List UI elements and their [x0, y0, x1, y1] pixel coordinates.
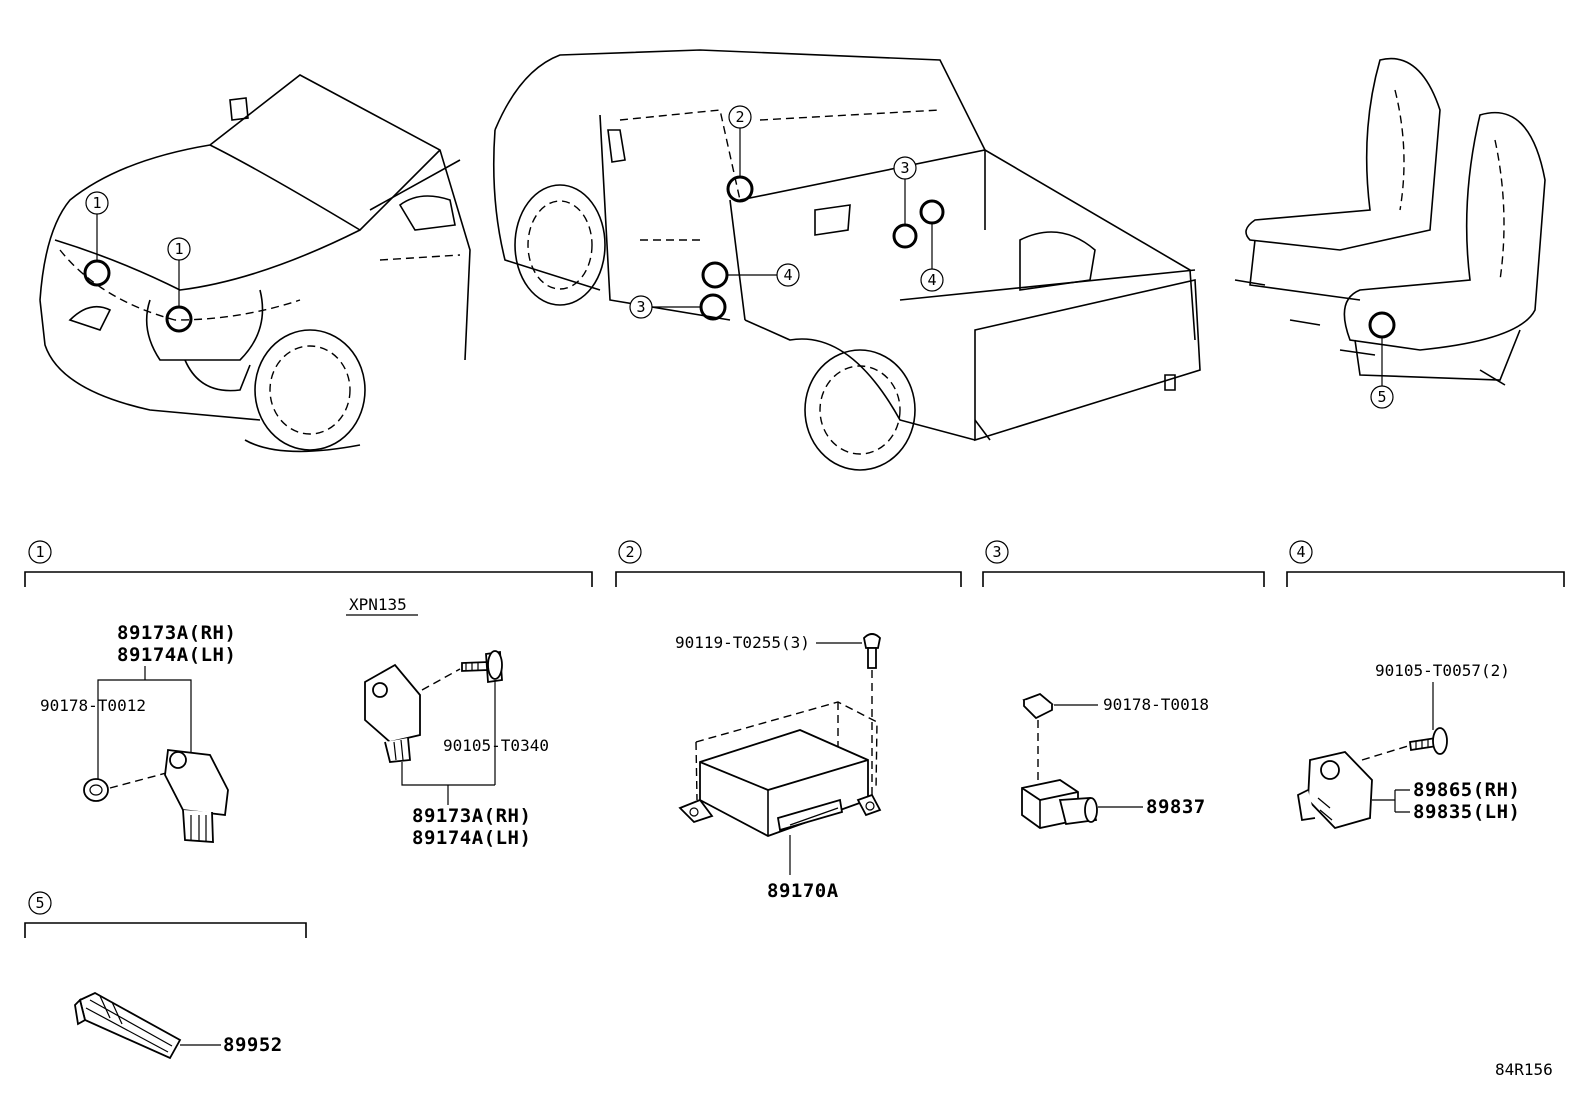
section-1-parts: 89173A(RH) 89174A(LH) 90178-T0012 XPN135	[40, 595, 549, 849]
variant-label: XPN135	[349, 595, 407, 614]
section-1-header: 1	[24, 540, 593, 587]
callout-door-lower: 3	[636, 298, 645, 316]
part-89174a-lh-top: 89174A(LH)	[117, 644, 236, 666]
seats-illustration: 5	[1234, 57, 1546, 409]
pickup-truck-illustration: 2 3 4 4 3	[492, 49, 1201, 471]
callout-seat: 5	[1377, 388, 1386, 406]
section-3-parts: 90178-T0018 89837	[1021, 692, 1209, 829]
part-90105-t0340: 90105-T0340	[443, 736, 549, 755]
section-2-header: 2	[615, 540, 962, 587]
callout-front-lh: 1	[92, 194, 101, 212]
part-89837: 89837	[1146, 796, 1206, 818]
callout-rear-3: 3	[900, 159, 909, 177]
part-90105-t0057: 90105-T0057(2)	[1375, 661, 1510, 680]
section-5-header: 5	[24, 891, 307, 938]
section-5-label: 5	[35, 894, 44, 912]
part-89173a-rh-bottom: 89173A(RH)	[412, 805, 531, 827]
figure-code: 84R156	[1495, 1060, 1553, 1079]
part-89865-rh: 89865(RH)	[1413, 779, 1520, 801]
section-4-header: 4	[1286, 540, 1565, 587]
front-vehicle-illustration: 1 1	[39, 74, 471, 453]
part-90119-t0255: 90119-T0255(3)	[675, 633, 810, 652]
section-5-parts: 89952	[74, 991, 283, 1060]
part-90178-t0012: 90178-T0012	[40, 696, 146, 715]
part-90178-t0018: 90178-T0018	[1103, 695, 1209, 714]
section-2-label: 2	[625, 543, 634, 561]
part-89170a: 89170A	[767, 880, 839, 902]
part-89173a-rh-top: 89173A(RH)	[117, 622, 236, 644]
section-4-parts: 90105-T0057(2) 89865(RH) 89835(LH)	[1297, 661, 1520, 830]
section-3-label: 3	[992, 543, 1001, 561]
callout-front-rh: 1	[174, 240, 183, 258]
section-3-header: 3	[982, 540, 1265, 587]
callout-rear-4: 4	[927, 271, 936, 289]
part-89174a-lh-bottom: 89174A(LH)	[412, 827, 531, 849]
section-2-parts: 90119-T0255(3) 89170A	[675, 633, 882, 902]
section-1-label: 1	[35, 543, 44, 561]
section-4-label: 4	[1296, 543, 1305, 561]
part-89835-lh: 89835(LH)	[1413, 801, 1520, 823]
callout-cab-pillar: 2	[735, 108, 744, 126]
callout-door-upper: 4	[783, 266, 792, 284]
part-89952: 89952	[223, 1034, 283, 1056]
